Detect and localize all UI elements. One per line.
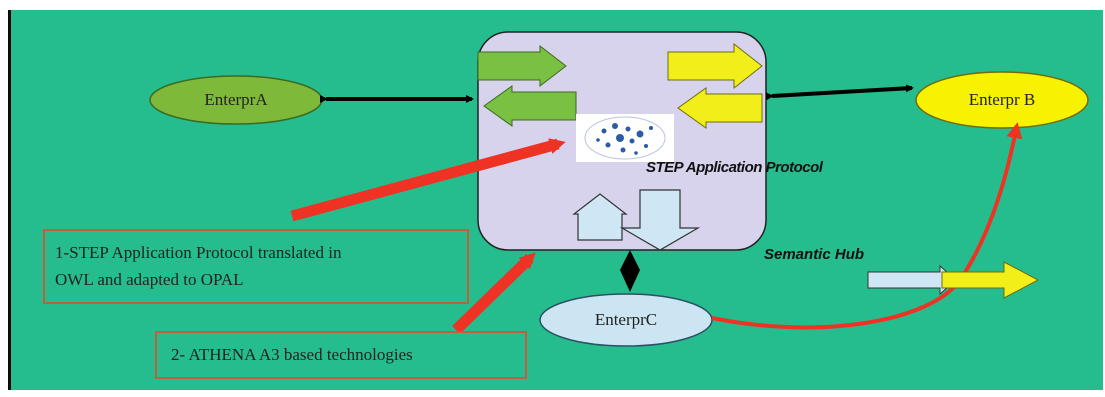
background-left-border [8, 10, 11, 390]
ontology-circle [584, 116, 666, 160]
semantic-hub-caption: Semantic Hub [764, 246, 865, 263]
ontology-image [576, 114, 674, 162]
ontology-dots [596, 123, 653, 155]
note-step-line-2: OWL and adapted to OPAL [55, 270, 244, 289]
enterprise-a-label: EnterprA [204, 90, 268, 109]
blue-arrow-down [619, 189, 701, 251]
yellow-arrow-right [667, 42, 763, 90]
yellow-arrow-left [677, 87, 763, 129]
green-arrow-left [483, 85, 577, 127]
red-arrow-note1 [290, 138, 566, 222]
connector-hub-c [620, 250, 640, 292]
note-box-athena: 2- ATHENA A3 based technologies [155, 331, 527, 379]
red-arrow-note2 [452, 252, 536, 334]
enterprise-b-node [915, 71, 1089, 129]
protocol-caption: STEP Application Protocol [646, 159, 823, 176]
blue-arrow-up [572, 193, 628, 241]
enterprise-c-label: EnterprC [594, 310, 658, 329]
note-step-line-1: 1-STEP Application Protocol translated i… [55, 243, 342, 262]
note-athena-line-1: 2- ATHENA A3 based technologies [171, 345, 413, 364]
connector-hub-b [765, 84, 914, 101]
enterprise-b-label: Enterpr B [968, 90, 1036, 109]
note-box-step: 1-STEP Application Protocol translated i… [43, 229, 469, 304]
semantic-hub-yellow-arrow [941, 261, 1040, 299]
green-arrow-right [477, 44, 567, 88]
